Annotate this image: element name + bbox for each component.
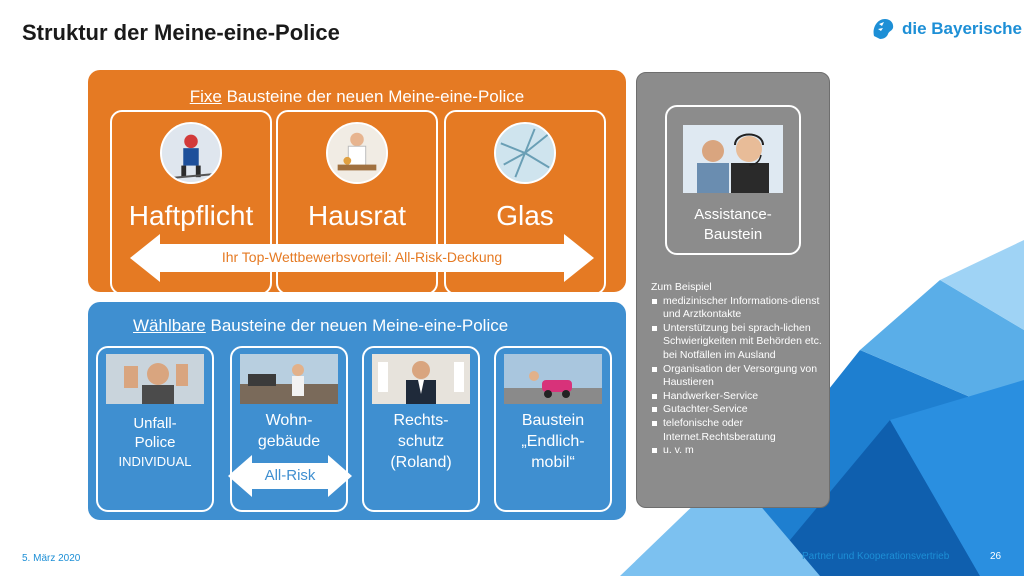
list-item: telefonische oder Internet.Rechtsberatun…: [652, 417, 827, 444]
card-label: Assistance- Baustein: [694, 206, 772, 243]
kids-toy-car-photo: [504, 354, 602, 404]
shocked-man-photo: [106, 354, 204, 404]
selectable-modules-panel: Wählbare Bausteine der neuen Meine-eine-…: [88, 302, 626, 520]
card-label: Glas: [496, 200, 554, 231]
arrow-text: All-Risk: [264, 467, 316, 484]
logo-text: die Bayerische: [902, 19, 1023, 38]
waiter-photo: [326, 122, 388, 184]
list-item: Organisation der Versorgung von Haustier…: [652, 363, 827, 390]
card-label: Baustein „Endlich- mobil“: [521, 412, 585, 471]
card-unfall-police: Unfall- Police INDIVIDUAL: [96, 346, 214, 512]
examples-intro: Zum Beispiel: [651, 281, 712, 293]
list-item: Unterstützung bei sprach-lichen Schwieri…: [652, 322, 827, 363]
card-glas: Glas: [444, 110, 606, 295]
fixed-modules-heading: Fixe Bausteine der neuen Meine-eine-Poli…: [189, 87, 525, 106]
list-item: u. v. m: [652, 444, 827, 458]
list-item: Gutachter-Service: [652, 403, 827, 417]
selectable-modules-heading: Wählbare Bausteine der neuen Meine-eine-…: [133, 316, 509, 335]
page-title: Struktur der Meine-eine-Police: [22, 20, 340, 45]
list-item: medizinischer Informations-dienst und Ar…: [652, 295, 827, 322]
arrow-text: Ihr Top-Wettbewerbsvorteil: All-Risk-Dec…: [221, 249, 503, 265]
card-haftpflicht: Haftpflicht: [110, 110, 272, 295]
card-label: Rechts- schutz (Roland): [390, 412, 452, 471]
brand-logo: die Bayerische: [870, 16, 1022, 42]
assistance-panel: Assistance- Baustein Zum Beispiel medizi…: [636, 72, 830, 508]
footer-date: 5. März 2020: [22, 553, 81, 564]
card-endlich-mobil: Baustein „Endlich- mobil“: [494, 346, 612, 512]
broken-glass-photo: [494, 122, 556, 184]
assistance-examples: Zum Beispiel medizinischer Informations-…: [651, 281, 827, 458]
all-risk-small-arrow: [228, 455, 352, 497]
examples-list: medizinischer Informations-dienst und Ar…: [651, 295, 827, 458]
list-item: Handwerker-Service: [652, 390, 827, 404]
card-label: Hausrat: [307, 200, 407, 231]
card-hausrat: Hausrat: [276, 110, 438, 295]
terrace-woman-photo: [240, 354, 338, 404]
mountain-background: [620, 240, 1024, 576]
call-center-photo: [683, 125, 783, 193]
card-label: Haftpflicht: [128, 200, 254, 231]
lion-head-icon: [873, 19, 894, 39]
card-assistance: Assistance- Baustein: [665, 105, 801, 255]
footer-text: Partner und Kooperationsvertrieb: [802, 551, 950, 562]
businessman-photo: [372, 354, 470, 404]
page-number: 26: [990, 551, 1002, 562]
card-label: Wohn- gebäude: [257, 412, 321, 450]
card-rechtsschutz: Rechts- schutz (Roland): [362, 346, 480, 512]
card-wohngebaeude: Wohn- gebäude: [230, 346, 348, 512]
all-risk-double-arrow: [130, 234, 594, 282]
skier-photo: [160, 122, 222, 184]
card-label: Unfall- Police INDIVIDUAL: [118, 415, 192, 469]
